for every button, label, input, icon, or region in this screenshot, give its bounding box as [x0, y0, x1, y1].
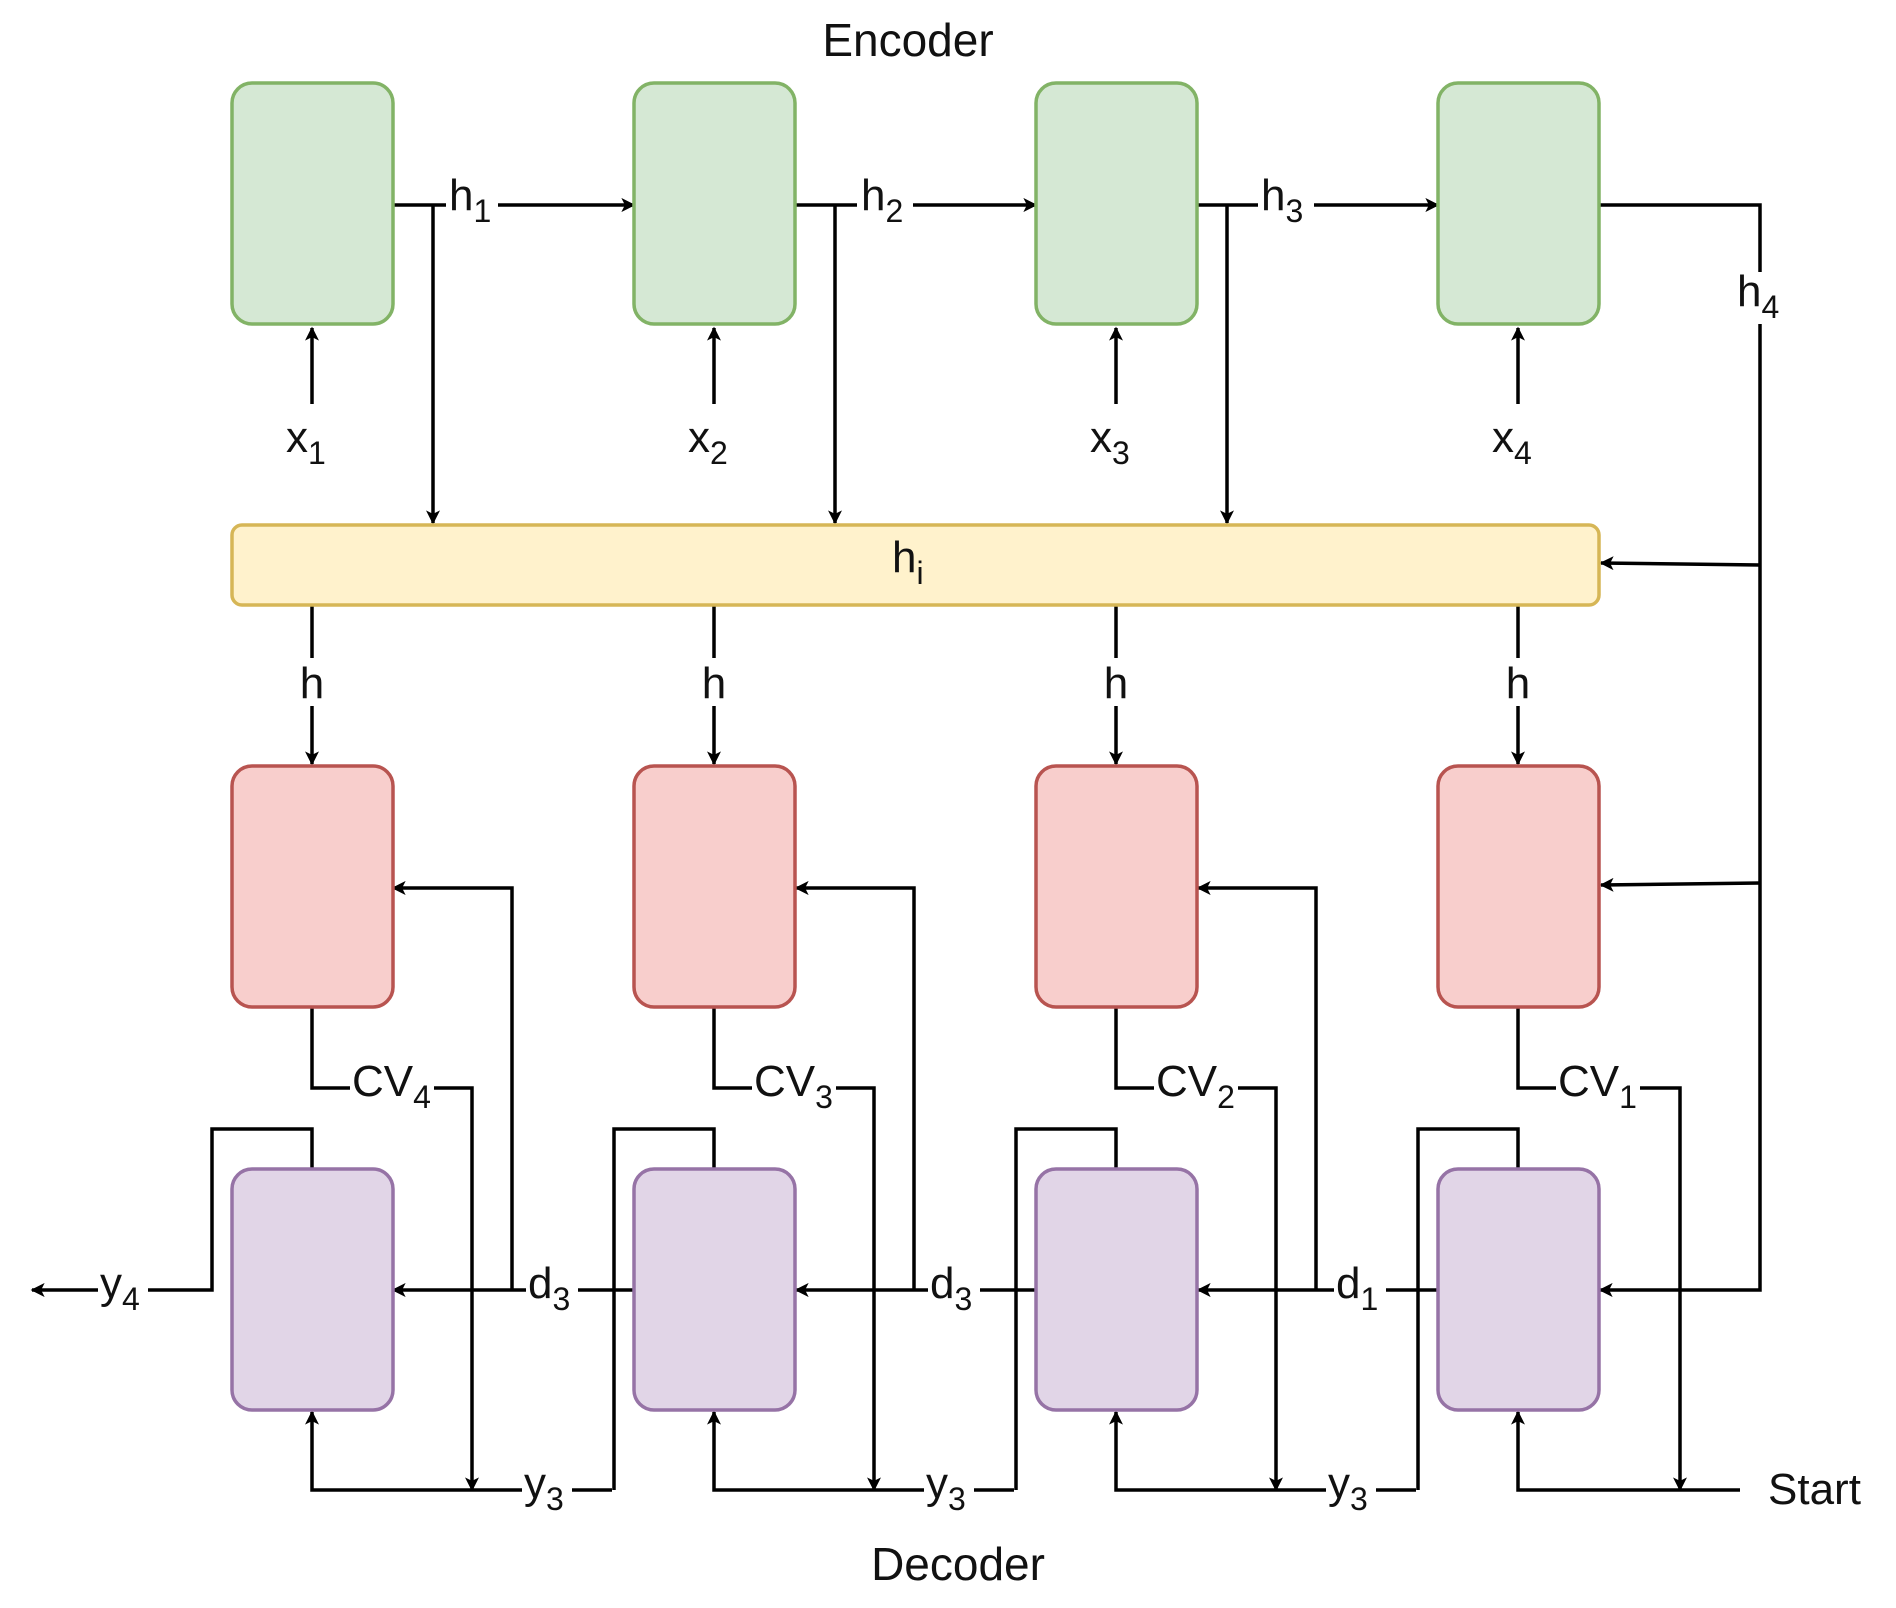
svg-text:CV1: CV1 — [1558, 1057, 1637, 1115]
start-label: Start — [1768, 1465, 1861, 1514]
attention-out-4: h — [1502, 658, 1534, 708]
context-label-cv3: CV3 — [752, 1057, 836, 1115]
context-cell-2 — [632, 764, 797, 1009]
attention-out-1: h — [296, 658, 328, 708]
svg-text:y3: y3 — [524, 1459, 564, 1517]
encoder-cell-3 — [1034, 81, 1199, 326]
decoder-cell-1 — [230, 1167, 395, 1412]
encoder-cells — [230, 81, 1601, 326]
hidden-label-h2: h2 — [857, 171, 913, 229]
encoder-cell-4 — [1436, 81, 1601, 326]
svg-text:CV2: CV2 — [1156, 1057, 1235, 1115]
svg-text:y3: y3 — [926, 1459, 966, 1517]
feedback-label-y-1: y3 — [522, 1459, 572, 1518]
svg-text:d1: d1 — [1336, 1259, 1378, 1317]
labels: h1 h2 h3 h4 x1 x2 x3 x4 hi h h — [98, 171, 1861, 1518]
encoder-cell-1 — [230, 81, 395, 326]
attention-out-2: h — [698, 658, 730, 708]
decoder-title: Decoder — [871, 1538, 1045, 1590]
svg-text:h3: h3 — [1261, 171, 1303, 229]
svg-text:h2: h2 — [861, 171, 903, 229]
svg-text:CV3: CV3 — [754, 1057, 833, 1115]
context-label-cv1: CV1 — [1556, 1057, 1640, 1115]
decoder-cell-2 — [632, 1167, 797, 1412]
decoder-state-label-2: d3 — [928, 1259, 980, 1317]
decoder-cells — [230, 1167, 1601, 1412]
attention-out-3: h — [1100, 658, 1132, 708]
input-label-x4: x4 — [1492, 413, 1532, 471]
decoder-state-label-3: d1 — [1334, 1259, 1386, 1317]
decoder-cell-4 — [1436, 1167, 1601, 1412]
hidden-label-h1: h1 — [446, 171, 498, 229]
hidden-label-h4: h4 — [1734, 267, 1790, 325]
hidden-label-h3: h3 — [1258, 171, 1314, 229]
svg-text:h: h — [1506, 659, 1530, 708]
context-label-cv2: CV2 — [1154, 1057, 1238, 1115]
input-label-x1: x1 — [286, 413, 326, 471]
svg-text:d3: d3 — [930, 1259, 972, 1317]
decoder-cell-3 — [1034, 1167, 1199, 1412]
encoder-cell-2 — [632, 81, 797, 326]
final-output-label: y4 — [98, 1259, 148, 1317]
encoder-title: Encoder — [822, 14, 993, 66]
feedback-label-y-2: y3 — [924, 1459, 974, 1518]
input-label-x2: x2 — [688, 413, 728, 471]
attention-bar — [230, 523, 1601, 607]
context-cell-4 — [1436, 764, 1601, 1009]
feedback-label-y-3: y3 — [1326, 1459, 1376, 1518]
svg-text:CV4: CV4 — [352, 1057, 431, 1115]
svg-text:d3: d3 — [528, 1259, 570, 1317]
svg-text:h: h — [1104, 659, 1128, 708]
svg-text:h1: h1 — [449, 171, 491, 229]
context-cells — [230, 764, 1601, 1009]
context-cell-1 — [230, 764, 395, 1009]
attention-label: hi — [892, 533, 924, 591]
input-label-x3: x3 — [1090, 413, 1130, 471]
svg-text:h: h — [702, 659, 726, 708]
svg-text:y4: y4 — [100, 1259, 140, 1317]
svg-text:y3: y3 — [1328, 1459, 1368, 1517]
context-label-cv4: CV4 — [350, 1057, 434, 1115]
decoder-state-label-1: d3 — [526, 1259, 578, 1317]
svg-text:h4: h4 — [1737, 267, 1779, 325]
svg-text:h: h — [300, 659, 324, 708]
context-cell-3 — [1034, 764, 1199, 1009]
